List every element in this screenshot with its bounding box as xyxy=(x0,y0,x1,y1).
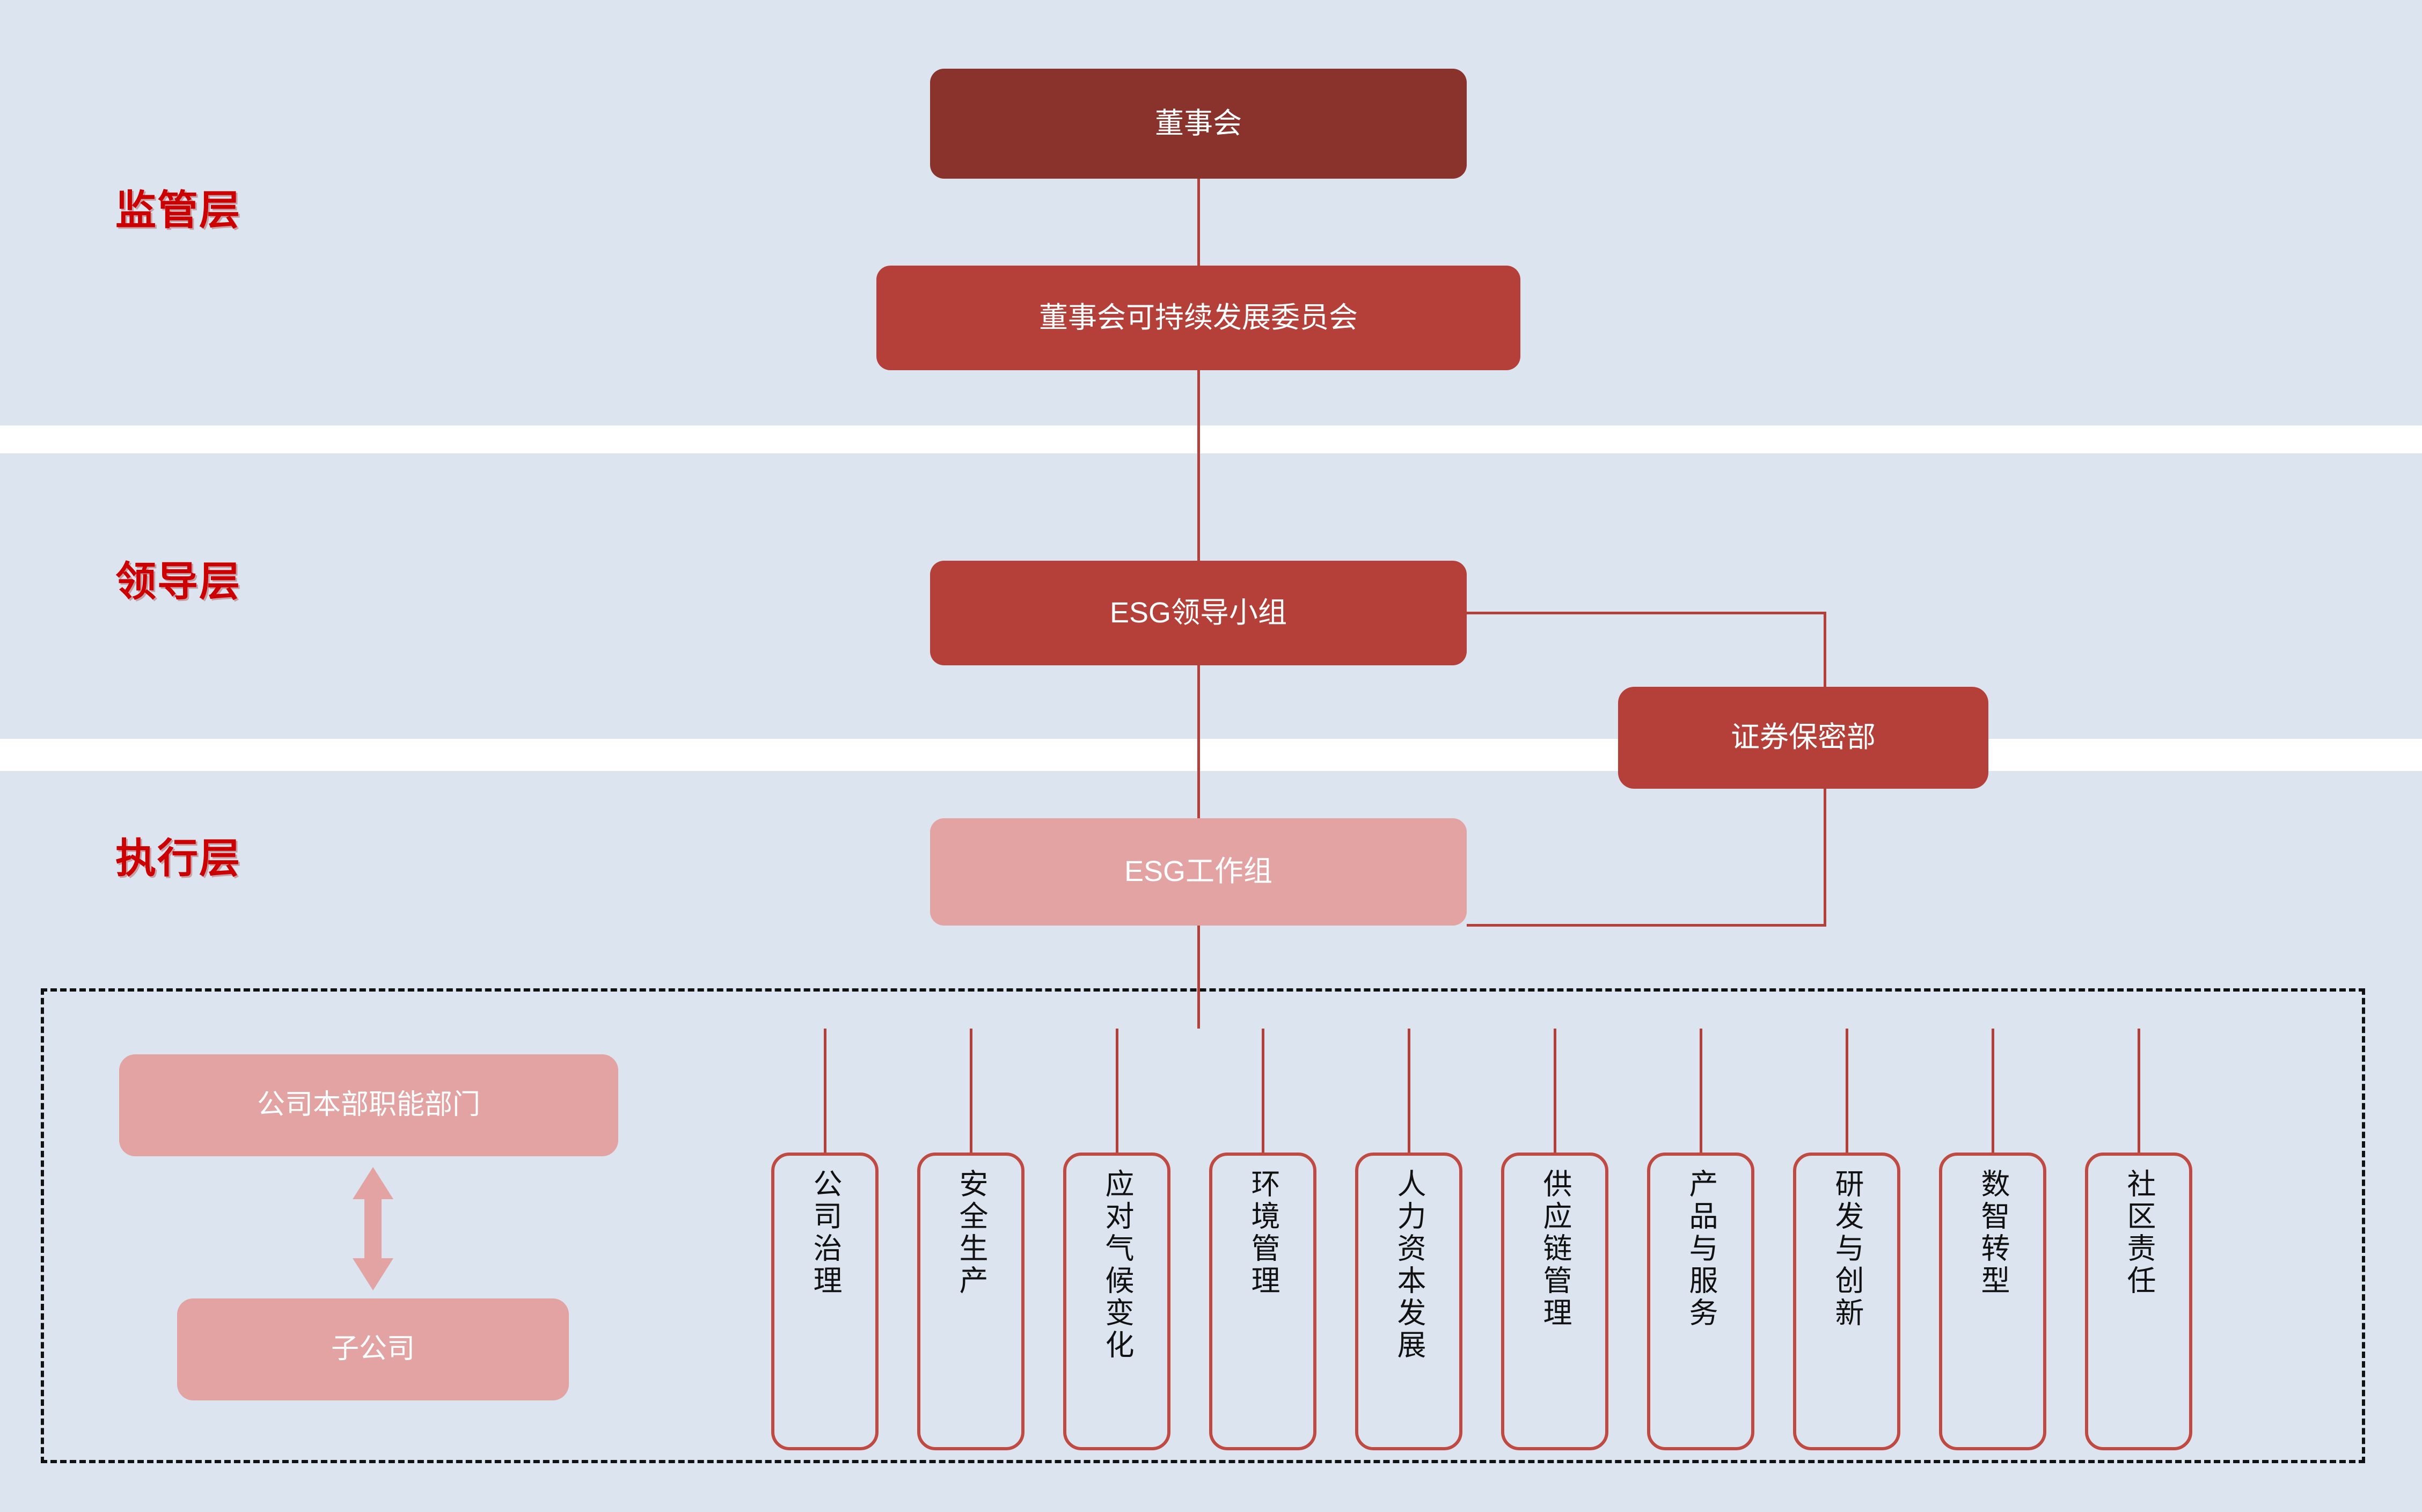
connector-down-to-securities xyxy=(1824,612,1826,688)
pillar-label: 环境管理 xyxy=(1247,1169,1279,1297)
node-subsidiary[interactable]: 子公司 xyxy=(177,1298,569,1400)
execution-dashed-region xyxy=(41,988,2365,1463)
connector-leading-group-to-working-group xyxy=(1197,665,1200,820)
pillar-label: 人力资本发展 xyxy=(1393,1169,1425,1362)
connector-securities-down xyxy=(1824,788,1826,925)
pillar-box[interactable]: 数智转型 xyxy=(1939,1153,2046,1450)
bidirectional-arrow-icon xyxy=(353,1167,393,1290)
layer-label-execution: 执行层 xyxy=(115,836,241,882)
pillar-label: 供应链管理 xyxy=(1539,1169,1571,1330)
pillar-box[interactable]: 社区责任 xyxy=(2085,1153,2192,1450)
node-esg-working-group[interactable]: ESG工作组 xyxy=(930,818,1467,926)
node-board-of-directors[interactable]: 董事会 xyxy=(930,69,1467,179)
connector-bus-to-pillar xyxy=(824,1029,826,1153)
pillar-box[interactable]: 环境管理 xyxy=(1209,1153,1316,1450)
connector-bus-to-pillar xyxy=(1116,1029,1118,1153)
pillar-box[interactable]: 供应链管理 xyxy=(1501,1153,1608,1450)
pillar-label: 研发与创新 xyxy=(1831,1169,1863,1330)
node-hq-functional-departments[interactable]: 公司本部职能部门 xyxy=(119,1054,618,1156)
connector-bus-to-pillar xyxy=(1408,1029,1410,1153)
connector-committee-to-leading-group xyxy=(1197,370,1200,562)
connector-bus-to-pillar xyxy=(1700,1029,1702,1153)
node-sustainability-committee[interactable]: 董事会可持续发展委员会 xyxy=(876,266,1520,370)
layer-label-leadership: 领导层 xyxy=(115,559,241,605)
pillar-box[interactable]: 产品与服务 xyxy=(1647,1153,1754,1450)
connector-leading-group-right xyxy=(1467,612,1826,614)
connector-board-to-committee xyxy=(1197,179,1200,267)
pillar-label: 公司治理 xyxy=(809,1169,841,1297)
connector-working-group-right xyxy=(1467,924,1826,927)
connector-bus-to-pillar xyxy=(1846,1029,1848,1153)
pillar-box[interactable]: 安全生产 xyxy=(917,1153,1025,1450)
pillar-label: 安全生产 xyxy=(955,1169,987,1297)
pillar-label: 应对气候变化 xyxy=(1101,1169,1133,1362)
pillar-box[interactable]: 应对气候变化 xyxy=(1063,1153,1170,1450)
connector-bus-to-pillar xyxy=(1992,1029,1994,1153)
layer-label-regulatory: 监管层 xyxy=(115,188,241,233)
pillar-label: 社区责任 xyxy=(2123,1169,2155,1297)
pillar-box[interactable]: 研发与创新 xyxy=(1793,1153,1900,1450)
connector-bus-to-pillar xyxy=(2138,1029,2140,1153)
connector-bus-to-pillar xyxy=(1262,1029,1264,1153)
pillar-box[interactable]: 人力资本发展 xyxy=(1355,1153,1462,1450)
connector-working-group-to-bus xyxy=(1197,926,1200,1029)
connector-bus-to-pillar xyxy=(970,1029,972,1153)
pillar-box[interactable]: 公司治理 xyxy=(771,1153,879,1450)
pillar-label: 数智转型 xyxy=(1977,1169,2009,1297)
node-esg-leading-group[interactable]: ESG领导小组 xyxy=(930,561,1467,665)
pillar-label: 产品与服务 xyxy=(1685,1169,1717,1330)
connector-bus-to-pillar xyxy=(1554,1029,1556,1153)
node-securities-confidentiality-dept[interactable]: 证券保密部 xyxy=(1618,687,1988,789)
